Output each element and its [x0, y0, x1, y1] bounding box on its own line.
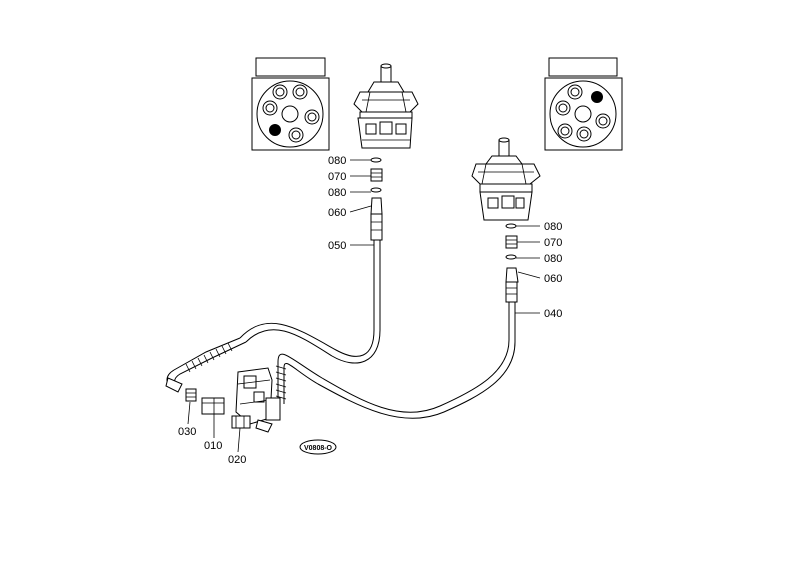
drawing-code-stamp: V0808-O	[299, 439, 337, 455]
callout-right-080b: 080	[544, 253, 562, 265]
callout-left-060: 060	[328, 207, 346, 219]
callout-labels: 080 070 080 060 050 080 070 080 060 040 …	[178, 155, 562, 466]
callout-left-080b: 080	[328, 187, 346, 199]
callout-right-060: 060	[544, 273, 562, 285]
right-fitting-stack	[505, 223, 519, 303]
callout-right-070: 070	[544, 237, 562, 249]
left-flange-inset	[251, 57, 330, 151]
callout-right-040: 040	[544, 308, 562, 320]
callout-bottom-010: 010	[204, 440, 222, 452]
callout-bottom-020: 020	[228, 454, 246, 466]
control-valve-assembly	[165, 367, 281, 433]
left-fitting-stack	[370, 157, 383, 241]
callout-bottom-030: 030	[178, 426, 196, 438]
callout-left-070: 070	[328, 171, 346, 183]
right-flange-inset	[544, 57, 623, 151]
callout-right-080a: 080	[544, 221, 562, 233]
hose-050	[166, 240, 381, 389]
leader-lines	[187, 159, 541, 453]
drawing-code-text: V0808-O	[304, 445, 333, 452]
callout-left-050: 050	[328, 240, 346, 252]
callout-left-080a: 080	[328, 155, 346, 167]
hose-040	[275, 302, 516, 419]
left-hydraulic-motor	[353, 63, 419, 149]
right-hydraulic-motor	[471, 137, 541, 221]
